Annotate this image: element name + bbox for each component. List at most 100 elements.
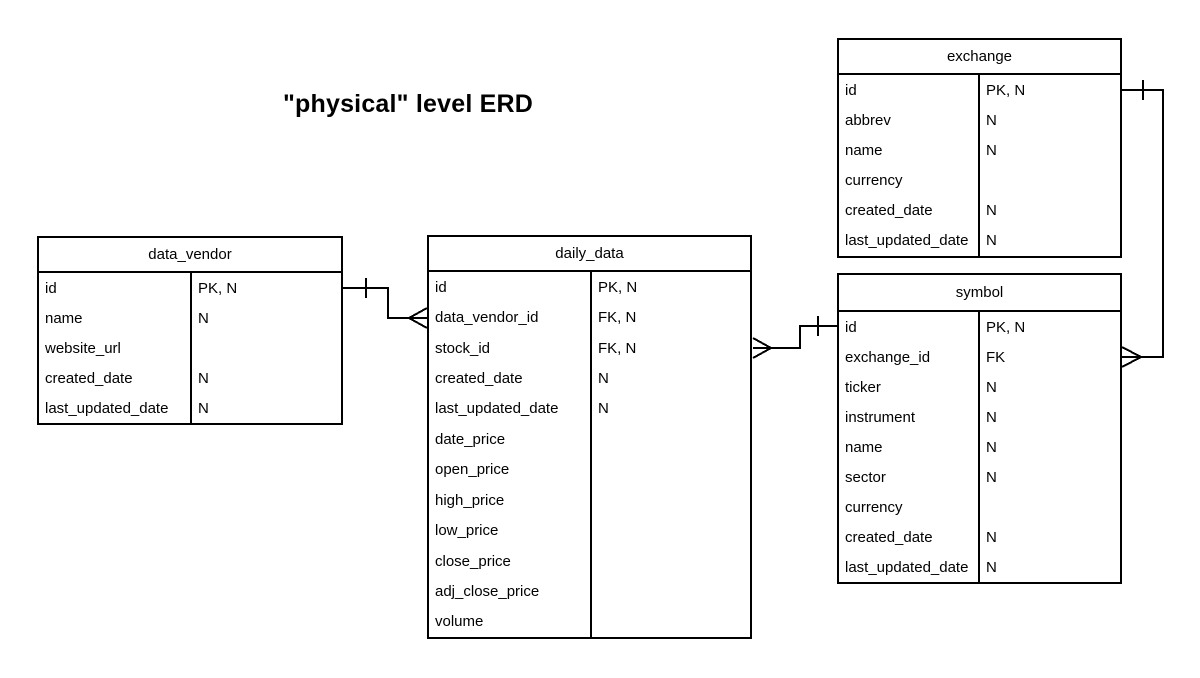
cardinality-many-crowfoot <box>1121 346 1142 358</box>
field-name: high_price <box>435 491 505 509</box>
field-row: website_url <box>39 333 341 363</box>
field-name: abbrev <box>845 111 891 129</box>
field-attributes: N <box>978 522 1120 552</box>
field-name: open_price <box>435 461 510 479</box>
field-name: low_price <box>435 522 499 540</box>
relationship-exchange-symbol <box>1121 80 1164 368</box>
field-row: date_price <box>429 424 750 455</box>
field-attributes: N <box>978 432 1120 462</box>
field-name: last_updated_date <box>45 399 169 417</box>
field-attributes: N <box>190 303 341 333</box>
field-name: created_date <box>45 369 133 387</box>
field-name: name <box>845 438 883 456</box>
field-name: created_date <box>845 202 933 220</box>
field-attributes: FK, N <box>590 302 750 333</box>
field-name: name <box>845 141 883 159</box>
field-row: currency <box>839 492 1120 522</box>
field-attributes <box>590 484 750 516</box>
field-row: data_vendor_id FK, N <box>429 302 750 333</box>
diagram-title: "physical" level ERD <box>282 90 534 118</box>
field-row: open_price <box>429 454 750 485</box>
field-row: id PK, N <box>839 312 1120 342</box>
field-attributes: FK <box>978 342 1120 372</box>
field-row: last_updated_date N <box>839 225 1120 257</box>
field-attributes: N <box>978 462 1120 492</box>
field-attributes: N <box>978 105 1120 136</box>
field-name: data_vendor_id <box>435 309 539 327</box>
field-attributes: N <box>590 393 750 425</box>
cardinality-many-crowfoot <box>408 317 428 329</box>
field-row: currency <box>839 165 1120 196</box>
cardinality-many-crowfoot <box>408 307 428 319</box>
field-row: name N <box>839 432 1120 462</box>
field-name: id <box>45 279 57 297</box>
table-title-exchange: exchange <box>839 40 1120 75</box>
table-title-daily_data: daily_data <box>429 237 750 272</box>
field-name: created_date <box>435 369 523 387</box>
field-name: last_updated_date <box>435 400 559 418</box>
field-row: created_date N <box>39 363 341 393</box>
field-attributes: N <box>590 363 750 394</box>
field-name: date_price <box>435 430 506 448</box>
field-row: sector N <box>839 462 1120 492</box>
field-name: volume <box>435 613 484 631</box>
field-row: id PK, N <box>39 273 341 303</box>
field-attributes <box>590 515 750 546</box>
field-row: high_price <box>429 484 750 516</box>
field-row: volume <box>429 606 750 638</box>
field-name: website_url <box>45 339 121 357</box>
field-name: close_price <box>435 552 511 570</box>
field-name: currency <box>845 172 903 190</box>
field-attributes <box>590 606 750 638</box>
table-title-symbol: symbol <box>839 275 1120 312</box>
field-attributes: PK, N <box>590 272 750 303</box>
field-name: id <box>845 81 857 99</box>
relationship-symbol-daily_data <box>752 316 837 359</box>
relationship-line <box>1122 89 1164 358</box>
field-row: adj_close_price <box>429 576 750 607</box>
field-attributes <box>590 576 750 607</box>
table-title-data_vendor: data_vendor <box>39 238 341 273</box>
field-name: adj_close_price <box>435 582 540 600</box>
field-attributes: PK, N <box>190 273 341 303</box>
field-name: last_updated_date <box>845 232 969 250</box>
field-attributes: N <box>190 393 341 423</box>
relationship-line <box>343 287 427 319</box>
field-name: id <box>845 318 857 336</box>
field-name: currency <box>845 498 903 516</box>
field-attributes: N <box>978 225 1120 257</box>
field-row: abbrev N <box>839 105 1120 136</box>
field-row: low_price <box>429 515 750 546</box>
field-row: exchange_id FK <box>839 342 1120 372</box>
field-row: last_updated_date N <box>429 393 750 425</box>
field-attributes <box>978 165 1120 196</box>
field-attributes <box>590 454 750 485</box>
field-name: name <box>45 309 83 327</box>
field-attributes <box>590 545 750 577</box>
field-name: id <box>435 278 447 296</box>
field-attributes <box>190 333 341 363</box>
field-name: ticker <box>845 378 881 396</box>
field-row: close_price <box>429 545 750 577</box>
field-attributes: N <box>978 552 1120 582</box>
field-attributes: N <box>978 135 1120 166</box>
field-name: exchange_id <box>845 348 931 366</box>
field-row: id PK, N <box>429 272 750 303</box>
field-name: sector <box>845 468 886 486</box>
field-attributes: N <box>190 363 341 393</box>
field-attributes <box>590 424 750 455</box>
field-row: last_updated_date N <box>39 393 341 423</box>
relationship-data_vendor-daily_data <box>343 278 428 329</box>
field-attributes: PK, N <box>978 312 1120 342</box>
cardinality-many-crowfoot <box>752 347 772 359</box>
